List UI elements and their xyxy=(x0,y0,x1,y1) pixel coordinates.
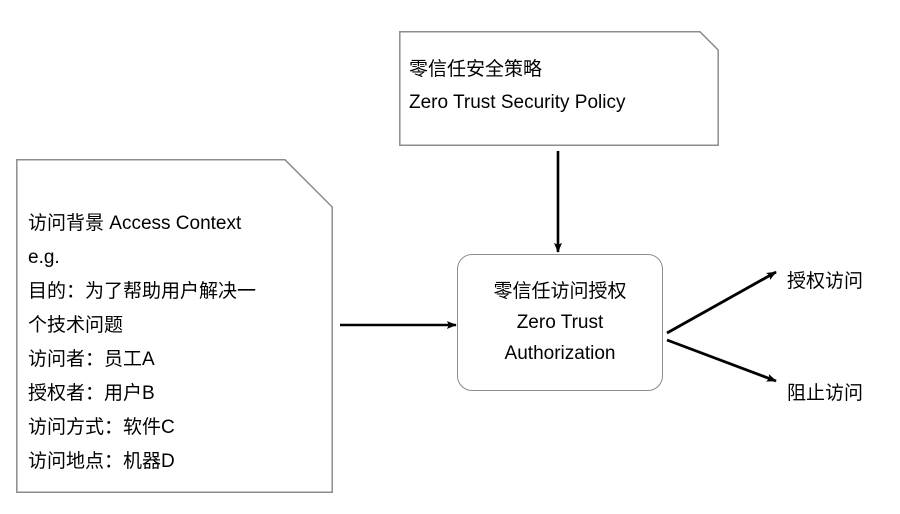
context-note-shape: 访问背景 Access Context e.g. 目的：为了帮助用户解决一 个技… xyxy=(16,159,333,493)
context-note-line-authorizer: 授权者：用户B xyxy=(28,383,155,404)
context-note-line-location: 访问地点：机器D xyxy=(28,451,175,472)
outcome-label-deny: 阻止访问 xyxy=(787,383,864,404)
policy-note-line-zh: 零信任安全策略 xyxy=(409,59,543,80)
policy-note-line-en: Zero Trust Security Policy xyxy=(409,92,626,113)
context-note-line-heading: 访问背景 Access Context xyxy=(28,213,242,234)
context-note-text-block: 访问背景 Access Context e.g. 目的：为了帮助用户解决一 个技… xyxy=(16,159,333,479)
context-note-outline-icon xyxy=(16,159,333,493)
context-note-line-purpose-2: 个技术问题 xyxy=(28,315,124,336)
policy-note-text-block: 零信任安全策略 Zero Trust Security Policy xyxy=(399,31,719,119)
context-note-line-eg: e.g. xyxy=(28,247,60,268)
context-note-line-method: 访问方式：软件C xyxy=(28,417,175,438)
authorization-line-zh: 零信任访问授权 xyxy=(493,281,627,302)
arrow-authorization-to-deny xyxy=(666,338,777,383)
policy-note-shape: 零信任安全策略 Zero Trust Security Policy xyxy=(399,31,719,146)
outcome-label-allow: 授权访问 xyxy=(787,271,864,292)
arrow-authorization-to-allow xyxy=(666,270,777,335)
policy-note-outline-icon xyxy=(399,31,719,146)
context-note-line-purpose-1: 目的：为了帮助用户解决一 xyxy=(28,281,257,302)
authorization-line-en-1: Zero Trust xyxy=(516,312,604,333)
authorization-line-en-2: Authorization xyxy=(504,343,616,364)
authorization-process-box: 零信任访问授权 Zero Trust Authorization xyxy=(457,254,663,391)
context-note-line-visitor: 访问者：员工A xyxy=(28,349,155,370)
